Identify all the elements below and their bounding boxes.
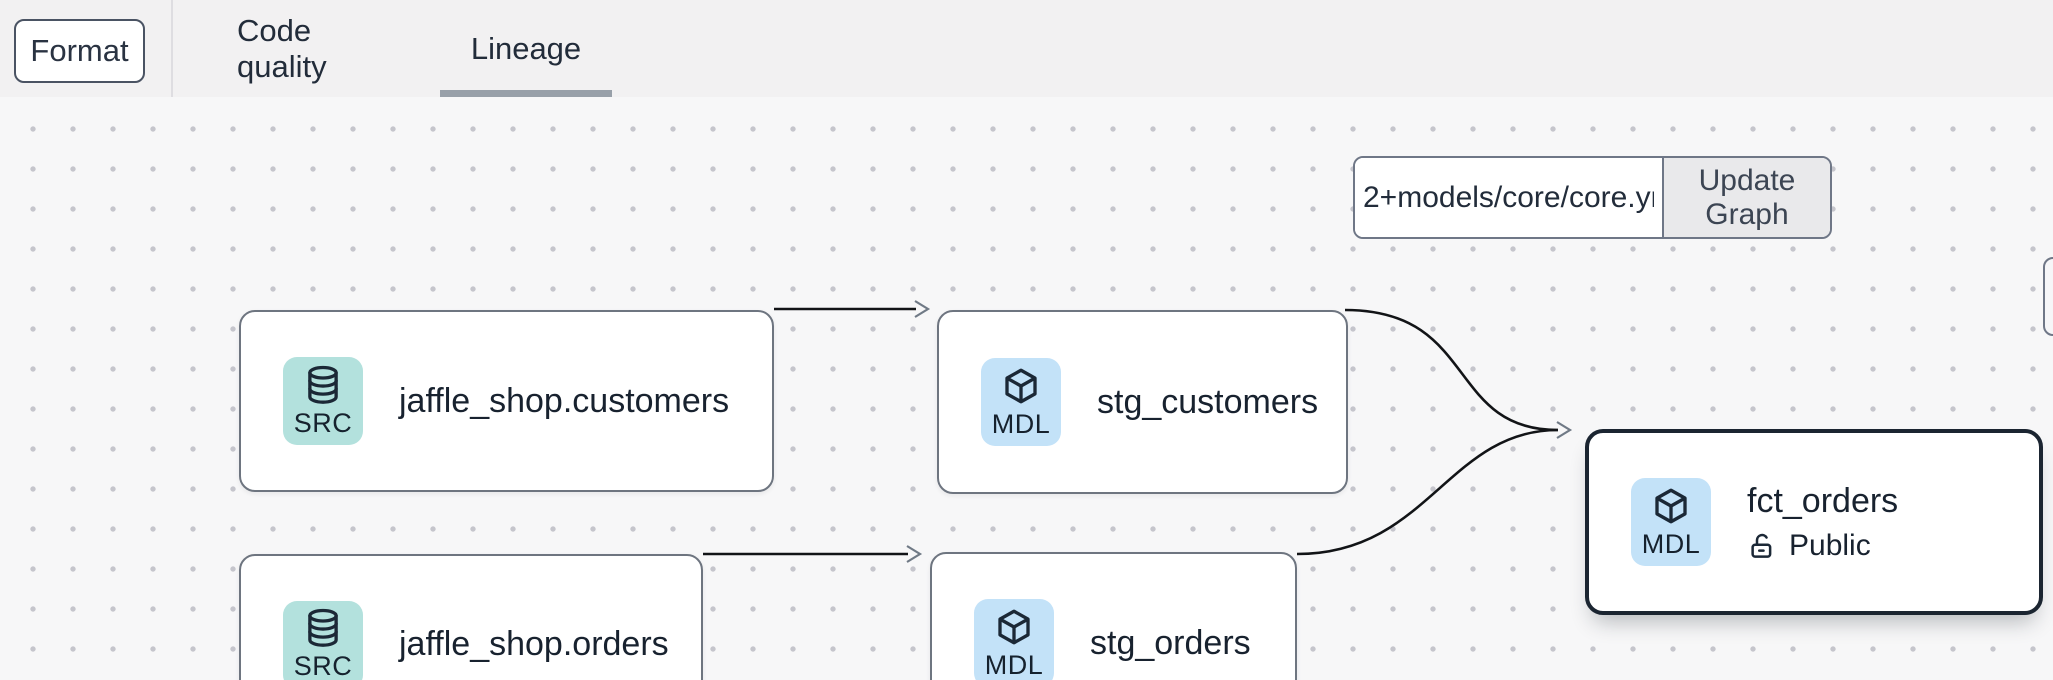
- cube-icon: [998, 609, 1030, 644]
- unlock-icon: [1751, 533, 1772, 558]
- database-icon: [308, 608, 338, 647]
- cube-icon: [1005, 368, 1037, 403]
- topbar: Format Code quality Lineage: [0, 0, 2053, 97]
- badge-label: SRC: [293, 651, 353, 680]
- database-icon: [308, 365, 338, 404]
- model-badge: MDL: [974, 599, 1054, 680]
- node-source-jaffle-shop-orders[interactable]: SRC jaffle_shop.orders: [239, 554, 703, 680]
- edge-stg-customers-to-fct-orders: [1344, 308, 1559, 432]
- edge-stg-orders-to-fct-orders: [1296, 428, 1559, 556]
- graph-selector-input[interactable]: [1355, 158, 1662, 237]
- node-model-stg-customers[interactable]: MDL stg_customers: [937, 310, 1348, 494]
- node-label: stg_customers: [1097, 382, 1319, 421]
- node-model-fct-orders[interactable]: MDL fct_orders Public: [1585, 429, 2043, 615]
- format-button[interactable]: Format: [14, 19, 145, 83]
- partial-button-right[interactable]: [2043, 257, 2053, 336]
- node-source-jaffle-shop-customers[interactable]: SRC jaffle_shop.customers: [239, 310, 774, 492]
- node-model-stg-orders[interactable]: MDL stg_orders: [930, 552, 1297, 680]
- cube-icon: [1655, 488, 1687, 523]
- node-label: jaffle_shop.orders: [399, 625, 669, 663]
- badge-label: SRC: [293, 407, 353, 438]
- node-label: jaffle_shop.customers: [399, 381, 730, 420]
- badge-label: MDL: [1641, 528, 1701, 559]
- lineage-edges: [703, 300, 1573, 563]
- source-badge: SRC: [283, 357, 363, 445]
- model-badge: MDL: [1631, 478, 1711, 566]
- edge-arrowhead: [906, 545, 923, 563]
- tab-lineage[interactable]: Lineage: [470, 30, 582, 66]
- active-tab-underline: [440, 90, 612, 97]
- badge-label: MDL: [991, 408, 1051, 439]
- edge-arrowhead: [1556, 421, 1573, 439]
- topbar-divider: [171, 0, 173, 97]
- update-graph-button[interactable]: Update Graph: [1662, 158, 1830, 237]
- access-label: Public: [1789, 528, 1871, 562]
- access-row: Public: [1747, 529, 1898, 563]
- source-badge: SRC: [283, 600, 363, 680]
- node-label: fct_orders: [1747, 481, 1899, 520]
- model-badge: MDL: [981, 358, 1061, 446]
- graph-selector-group: Update Graph: [1353, 156, 1832, 239]
- node-label: stg_orders: [1090, 623, 1251, 662]
- tab-code-quality[interactable]: Code quality: [237, 12, 327, 84]
- badge-label: MDL: [984, 649, 1044, 680]
- edge-arrowhead: [914, 300, 931, 318]
